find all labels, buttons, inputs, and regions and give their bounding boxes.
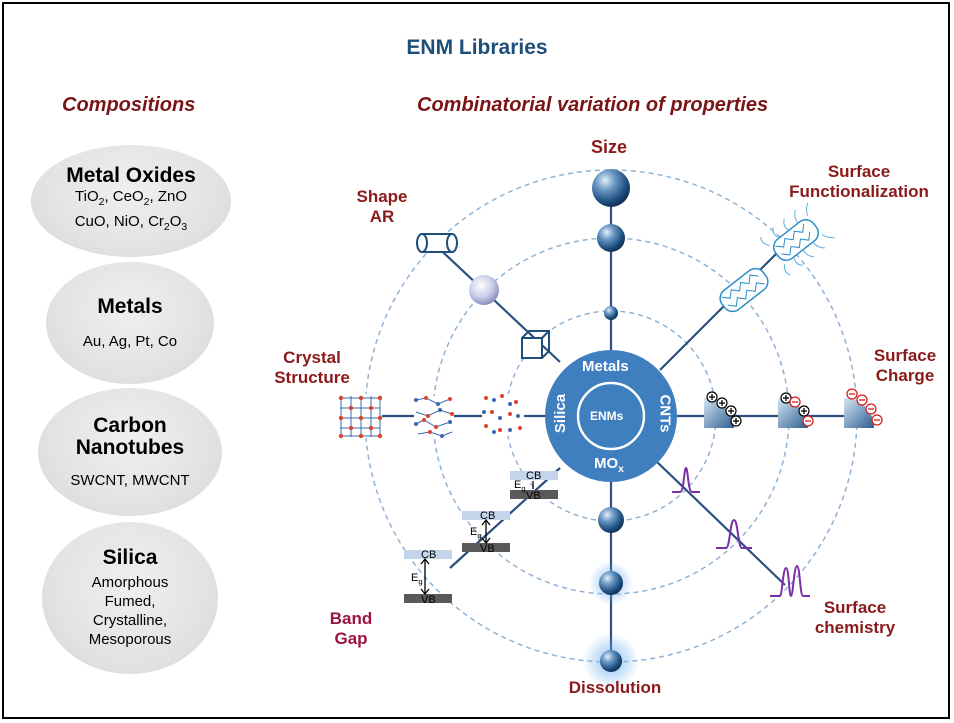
metals-line1: Au, Ag, Pt, Co (82, 332, 178, 350)
eg-label-medium: Eg (470, 526, 482, 541)
silica-line1: Amorphous (91, 574, 169, 591)
center-hub (545, 350, 677, 482)
nanotube-icon-1 (719, 267, 769, 313)
shape-particles (416, 233, 550, 359)
metal-oxides-name: Metal Oxides (66, 164, 196, 187)
carbon-nanotubes-line1: SWCNT, MWCNT (70, 471, 190, 489)
band-gap-label: Band Gap (329, 609, 373, 648)
band-gap-diagram-small (510, 471, 558, 499)
dissolution-sphere-1 (598, 507, 624, 533)
vb-label-small: VB (526, 490, 541, 502)
surface-charge-label: Surface Charge (873, 346, 937, 385)
eg-label-small: Eg (514, 479, 526, 494)
charge-particle-negative (844, 388, 883, 428)
size-sphere-small (604, 306, 618, 320)
charge-particle-positive (704, 391, 742, 428)
vb-label-medium: VB (480, 543, 495, 555)
hub-label-cnts: CNTs (656, 394, 674, 433)
metals-name: Metals (97, 294, 163, 318)
carbon-nanotubes-ellipse: Carbon Nanotubes SWCNT, MWCNT (38, 388, 222, 516)
slide-title: ENM Libraries (406, 36, 548, 59)
lattice-distorted-icon (414, 396, 454, 438)
surface-functionalization-label: Surface Functionalization (789, 162, 929, 201)
hub-label-mox: MOx (594, 455, 625, 475)
silica-ellipse: Silica Amorphous Fumed, Crystalline, Mes… (42, 522, 218, 674)
vb-label-large: VB (421, 594, 436, 606)
dissolution-sphere-2 (599, 571, 623, 595)
dissolution-particles (583, 507, 639, 689)
size-label: Size (591, 137, 628, 157)
surface-chemistry-label: Surface chemistry (814, 598, 896, 637)
crystal-structure-label: Crystal Structure (274, 348, 350, 387)
hub-label-metals: Metals (582, 358, 629, 375)
compositions-heading: Compositions (62, 94, 196, 116)
band-gap-diagram-large (404, 550, 452, 603)
lattice-ordered-icon (338, 394, 383, 439)
silica-name: Silica (102, 546, 158, 569)
spectrum-peak-2 (716, 518, 752, 549)
band-gap-diagram-medium (462, 511, 510, 552)
metal-oxides-ellipse: Metal Oxides TiO2, CeO2, ZnO CuO, NiO, C… (31, 145, 231, 257)
hub-label-silica: Silica (552, 393, 570, 434)
cb-label-large: CB (421, 549, 437, 561)
size-sphere-large (592, 169, 630, 207)
surface-chemistry-spectra (672, 466, 810, 598)
nanotube-icons (719, 202, 835, 313)
spoke-chemistry (654, 459, 786, 586)
metal-oxides-line1: TiO2, CeO2, ZnO (75, 188, 187, 208)
dissolution-sphere-3 (600, 650, 622, 672)
shape-label: Shape AR (356, 187, 408, 226)
shape-sphere (469, 275, 499, 305)
size-sphere-medium (597, 224, 625, 252)
eg-label-large: Eg (411, 572, 423, 587)
hub-inner-circle (576, 381, 646, 451)
silica-line2: Fumed, (104, 593, 156, 610)
spectrum-peak-1 (672, 466, 700, 493)
silica-line3: Crystalline, (92, 612, 168, 629)
nanotube-icon-2 (760, 202, 835, 276)
hub-label-core: ENMs (590, 409, 624, 423)
spoke-functionalization (659, 249, 781, 371)
band-gap-diagrams (404, 471, 558, 603)
surface-charge-particles (704, 388, 883, 428)
crystal-lattices (338, 394, 524, 439)
carbon-nanotubes-name-line1: Carbon (93, 413, 167, 437)
cb-label-small: CB (526, 470, 542, 482)
cylinder-icon (416, 233, 458, 253)
metals-ellipse: Metals Au, Ag, Pt, Co (46, 262, 214, 384)
spectrum-peak-3 (770, 564, 810, 598)
cube-icon (521, 330, 550, 359)
dissolution-label: Dissolution (568, 678, 662, 697)
properties-heading: Combinatorial variation of properties (417, 94, 769, 116)
charge-particle-mixed (778, 392, 814, 428)
size-particles (592, 169, 630, 320)
cb-label-medium: CB (480, 510, 496, 522)
carbon-nanotubes-name-line2: Nanotubes (75, 435, 185, 459)
silica-line4: Mesoporous (88, 631, 172, 648)
lattice-amorphous-icon (482, 394, 524, 436)
metal-oxides-line2: CuO, NiO, Cr2O3 (74, 213, 188, 233)
